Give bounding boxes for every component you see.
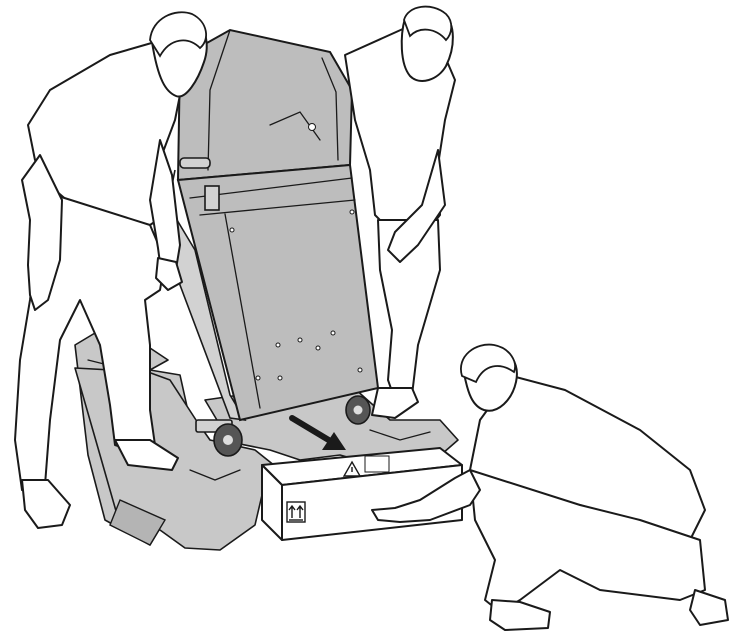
side-bracket: [205, 186, 219, 210]
cabinet: [165, 30, 378, 456]
right-caster: [346, 396, 370, 424]
box-label: [365, 456, 389, 472]
this-way-up-arrows-icon: [287, 502, 305, 522]
latch-handle: [180, 158, 210, 168]
